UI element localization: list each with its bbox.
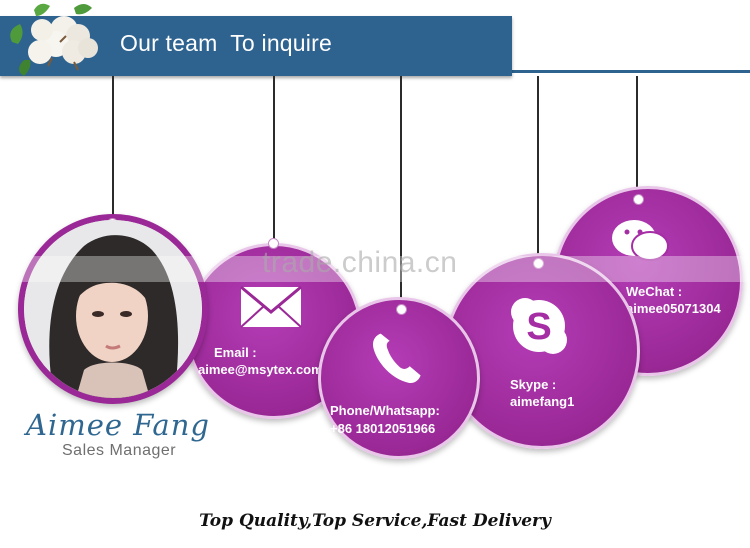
- header-title: Our team To inquire: [120, 30, 332, 56]
- envelope-icon: [240, 286, 302, 328]
- wechat-icon: [612, 220, 669, 261]
- person-name: Aimee Fang: [26, 408, 210, 442]
- hanging-string: [112, 76, 114, 218]
- skype-value: aimefang1: [510, 394, 575, 409]
- hanging-string: [400, 76, 402, 302]
- email-value: aimee@msytex.com: [198, 362, 323, 377]
- cotton-boll-icon: [10, 3, 98, 76]
- phone-tag: [318, 297, 480, 459]
- svg-text:S: S: [526, 306, 551, 348]
- person-role: Sales Manager: [62, 442, 177, 459]
- phone-label: Phone/Whatsapp:: [330, 403, 440, 418]
- hanging-string: [636, 76, 638, 192]
- watermark-text: trade.china.cn: [262, 246, 458, 279]
- profile-photo: [24, 220, 202, 398]
- tag-hole: [533, 258, 544, 269]
- footer-tagline: Top Quality,Top Service,Fast Delivery: [199, 511, 551, 531]
- wechat-label: WeChat :: [626, 284, 683, 299]
- watermark-band: [0, 256, 750, 282]
- phone-value: +86 18012051966: [330, 421, 436, 436]
- wechat-value: aimee05071304: [626, 301, 721, 316]
- tag-hole: [268, 238, 279, 249]
- hanging-string: [273, 76, 275, 246]
- hanging-string: [537, 76, 539, 262]
- tag-hole: [396, 304, 407, 315]
- skype-icon: S: [511, 298, 567, 354]
- skype-label: Skype :: [510, 377, 557, 392]
- phone-handset-icon: [372, 333, 421, 384]
- email-label: Email :: [214, 345, 257, 360]
- tag-hole: [633, 194, 644, 205]
